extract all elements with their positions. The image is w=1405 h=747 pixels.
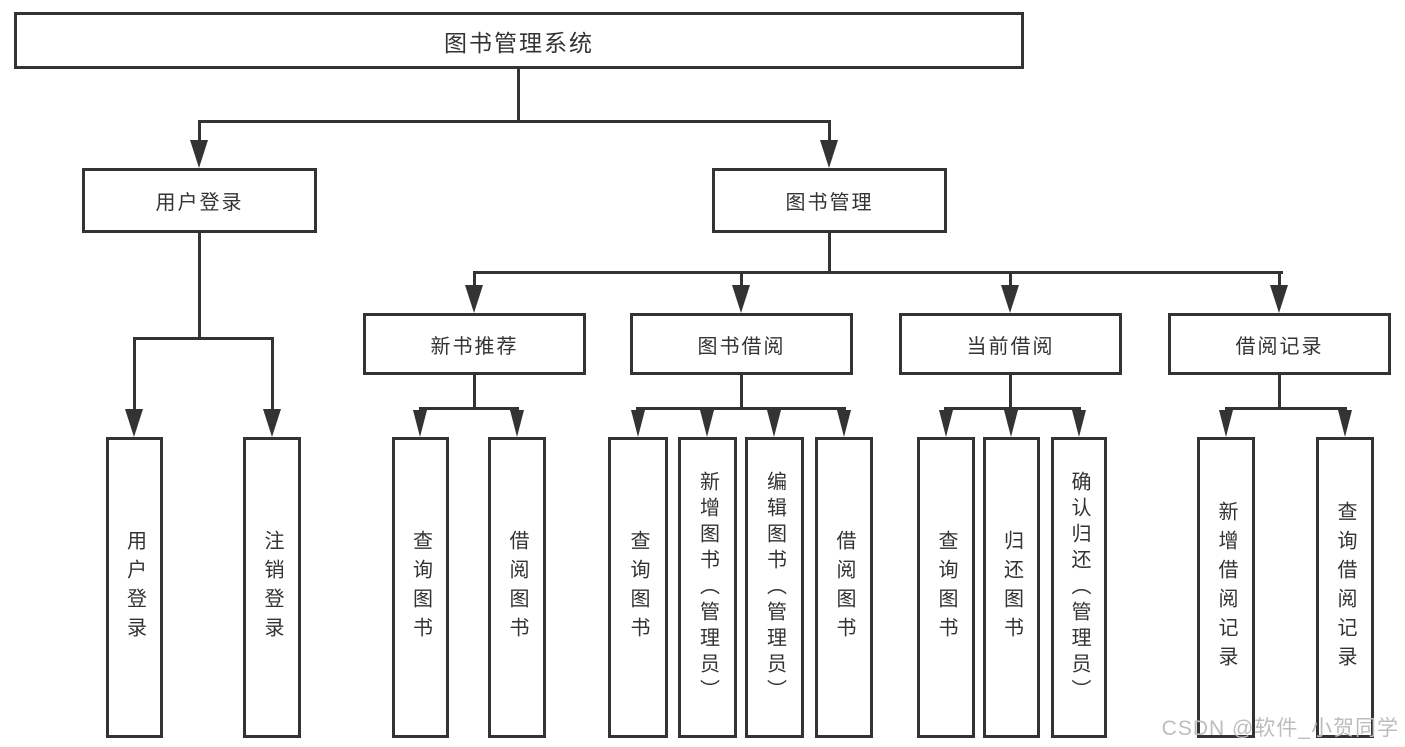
- node-book-management: 图书管理: [712, 168, 947, 233]
- arrow-down-icon: [465, 285, 483, 313]
- connector-groupB-stem: [740, 375, 743, 410]
- arrow-down-icon: [510, 410, 524, 437]
- arrow-down-icon: [631, 410, 645, 437]
- node-logout-leaf: 注销登录: [243, 437, 301, 738]
- node-new-book-recommend: 新书推荐: [363, 313, 586, 375]
- node-br-query-record: 查询借阅记录: [1316, 437, 1374, 738]
- node-rec-query-books: 查询图书: [392, 437, 449, 738]
- connector-groupA-stem: [473, 375, 476, 410]
- connector-groupD-stem: [1278, 375, 1281, 410]
- arrow-down-icon: [1072, 410, 1086, 437]
- node-cb-return-books: 归还图书: [983, 437, 1040, 738]
- node-borrowing-records: 借阅记录: [1168, 313, 1391, 375]
- connector-leaf-stub: [133, 337, 136, 412]
- arrow-down-icon: [1338, 410, 1352, 437]
- arrow-down-icon: [700, 410, 714, 437]
- connector-groupC-rail: [944, 407, 1081, 410]
- connector-user-login-stub: [198, 120, 201, 144]
- node-book-borrowing: 图书借阅: [630, 313, 853, 375]
- arrow-down-icon: [1004, 410, 1018, 437]
- arrow-down-icon: [263, 409, 281, 437]
- connector-root-stem: [517, 69, 520, 123]
- connector-book-mgmt-rail: [473, 271, 1283, 274]
- node-cb-confirm-return: 确认归还（管理员）: [1051, 437, 1107, 738]
- connector-root-rail: [198, 120, 831, 123]
- arrow-down-icon: [1270, 285, 1288, 313]
- connector-book-mgmt-stem: [828, 233, 831, 274]
- arrow-down-icon: [732, 285, 750, 313]
- node-br-add-record: 新增借阅记录: [1197, 437, 1255, 738]
- node-user-login-leaf: 用户登录: [106, 437, 163, 738]
- connector-groupB-rail: [636, 407, 846, 410]
- arrow-down-icon: [820, 140, 838, 168]
- connector-user-login-rail: [133, 337, 274, 340]
- node-root: 图书管理系统: [14, 12, 1024, 69]
- connector-l3-stub: [1009, 271, 1012, 287]
- connector-leaf-stub: [271, 337, 274, 412]
- arrow-down-icon: [837, 410, 851, 437]
- watermark: CSDN @软件_小贺同学: [1161, 717, 1399, 740]
- connector-user-login-stem: [198, 233, 201, 340]
- arrow-down-icon: [1219, 410, 1233, 437]
- node-bb-borrow-books: 借阅图书: [815, 437, 873, 738]
- node-rec-borrow-books: 借阅图书: [488, 437, 546, 738]
- connector-l3-stub: [740, 271, 743, 287]
- node-bb-edit-books: 编辑图书（管理员）: [745, 437, 804, 738]
- connector-groupA-rail: [419, 407, 519, 410]
- arrow-down-icon: [767, 410, 781, 437]
- node-cb-query-books: 查询图书: [917, 437, 975, 738]
- node-current-borrowing: 当前借阅: [899, 313, 1122, 375]
- arrow-down-icon: [125, 409, 143, 437]
- arrow-down-icon: [939, 410, 953, 437]
- node-bb-query-books: 查询图书: [608, 437, 668, 738]
- connector-l3-stub: [473, 271, 476, 287]
- connector-groupD-rail: [1225, 407, 1347, 410]
- arrow-down-icon: [413, 410, 427, 437]
- arrow-down-icon: [190, 140, 208, 168]
- connector-groupC-stem: [1009, 375, 1012, 410]
- connector-book-mgmt-stub: [828, 120, 831, 144]
- node-user-login: 用户登录: [82, 168, 317, 233]
- node-bb-add-books: 新增图书（管理员）: [678, 437, 737, 738]
- arrow-down-icon: [1001, 285, 1019, 313]
- connector-l3-stub: [1278, 271, 1281, 287]
